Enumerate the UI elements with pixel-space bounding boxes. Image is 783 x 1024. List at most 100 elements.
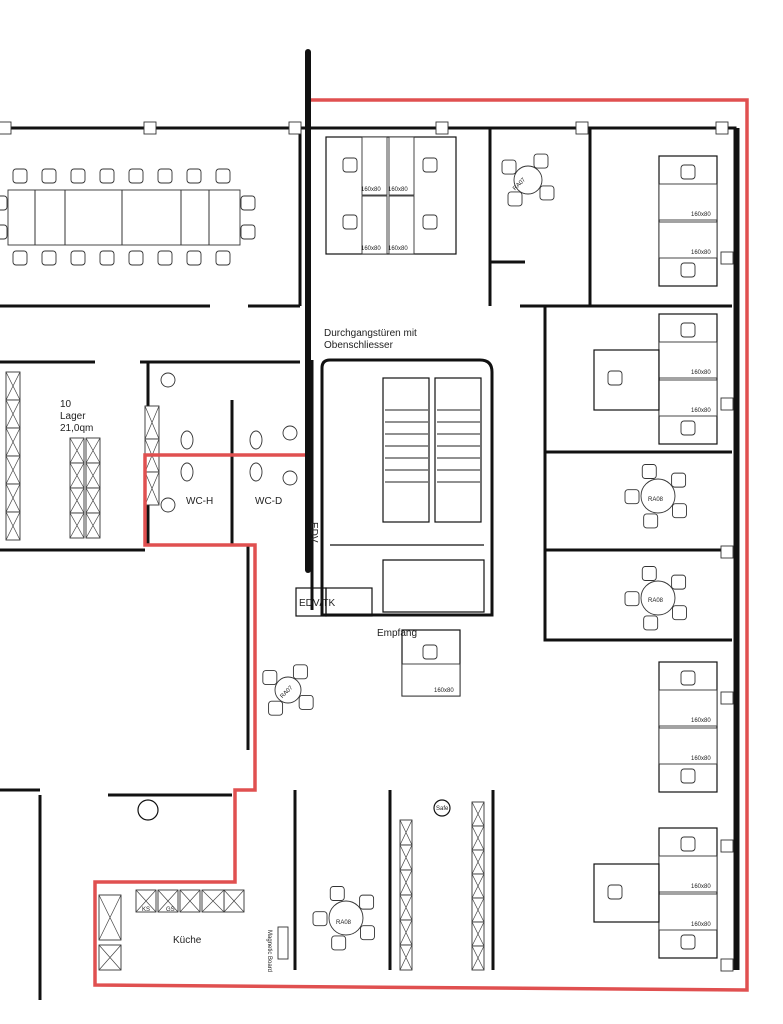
shelf-cross: [85, 462, 101, 489]
stair-flight: [434, 377, 482, 523]
chair: [12, 250, 28, 266]
label-fridge: KS: [142, 907, 150, 913]
chair: [342, 214, 358, 230]
label-transit-doors: Durchgangstüren mit: [324, 328, 417, 339]
label-storage-area: 21,0qm: [60, 423, 93, 434]
shelf-cross: [85, 437, 101, 464]
chair: [680, 164, 696, 180]
toilet: [180, 462, 194, 482]
shelf-cross: [144, 471, 160, 506]
desk: [658, 341, 718, 379]
desk-size-label: 160x80: [361, 187, 381, 193]
desk-size-label: 160x80: [691, 718, 711, 724]
desk-size-label: 160x80: [691, 922, 711, 928]
chair: [680, 670, 696, 686]
chair: [262, 670, 278, 686]
conference-table: [7, 189, 241, 246]
shelf-cross: [399, 819, 413, 846]
desk-size-label: 160x80: [434, 688, 454, 694]
chair: [292, 664, 308, 680]
desk: [401, 663, 461, 697]
desk-size-labels: 160x80 160x80 160x80 160x80 160x80 160x80 160x…: [361, 187, 711, 928]
chair: [507, 191, 523, 207]
desk: [658, 183, 718, 221]
chair: [641, 464, 657, 479]
label-meeting-table-2: RA08: [648, 598, 664, 604]
chair: [240, 195, 256, 211]
desk: [658, 221, 718, 259]
shelf-cross: [144, 405, 160, 440]
sink: [160, 497, 176, 513]
column: [720, 545, 734, 559]
shelf-cross: [5, 483, 21, 513]
chair: [607, 370, 623, 386]
chair: [671, 472, 687, 488]
shelf-cross: [69, 437, 85, 464]
chair: [607, 884, 623, 900]
shelf-cross: [85, 487, 101, 514]
walls: [0, 126, 740, 1000]
shelf-cross: [69, 487, 85, 514]
chair: [624, 489, 640, 505]
chair: [422, 644, 438, 660]
chair: [680, 322, 696, 338]
shelf-cross: [471, 921, 485, 947]
shelf-cross: [471, 897, 485, 923]
chair: [240, 224, 256, 240]
chair: [643, 615, 659, 631]
sink: [160, 372, 176, 388]
chair: [680, 420, 696, 436]
chair: [501, 159, 517, 175]
chair: [680, 768, 696, 784]
desk-size-label: 160x80: [388, 187, 408, 193]
column: [720, 251, 734, 265]
label-edv-tk: EDV/TK: [299, 598, 335, 609]
toilet: [249, 462, 263, 482]
label-kitchen: Küche: [173, 935, 202, 946]
chair: [680, 934, 696, 950]
shelf-cross: [135, 889, 157, 913]
chair: [359, 894, 375, 910]
side-table: [593, 349, 660, 411]
shelf-cross: [399, 944, 413, 971]
desk: [361, 136, 388, 196]
shelf-cross: [157, 889, 179, 913]
toilet: [180, 430, 194, 450]
safe: [433, 799, 451, 817]
chair: [70, 250, 86, 266]
shelf-cross: [5, 371, 21, 401]
desk: [388, 195, 415, 255]
desk-size-label: 160x80: [691, 756, 711, 762]
desk-size-label: 160x80: [691, 250, 711, 256]
label-dishwasher: GS: [166, 907, 175, 913]
label-magnetic-board: Magnetic Board: [266, 930, 272, 972]
chair: [422, 157, 438, 173]
chair: [268, 700, 284, 716]
staircase: [382, 377, 482, 523]
chair: [128, 168, 144, 184]
column: [720, 691, 734, 705]
chair: [298, 694, 314, 710]
label-safe: Safe: [436, 806, 449, 812]
toilet: [249, 430, 263, 450]
furniture: [0, 136, 718, 971]
workstation-pair: [658, 155, 718, 287]
label-storage: Lager: [60, 411, 86, 422]
desk-size-label: 160x80: [691, 408, 711, 414]
chair: [41, 168, 57, 184]
chair: [12, 168, 28, 184]
chair: [643, 513, 659, 529]
shelf-cross: [5, 399, 21, 429]
side-table: [593, 863, 660, 923]
shelf-cross: [399, 869, 413, 896]
chair: [331, 935, 347, 951]
column: [575, 121, 589, 135]
label-meeting-table-3: RA08: [336, 920, 352, 926]
column: [288, 121, 302, 135]
round-table: [274, 676, 302, 704]
shelf-cross: [69, 512, 85, 539]
chair: [641, 566, 657, 581]
label-wc-women: WC-D: [255, 496, 282, 507]
chair: [215, 168, 231, 184]
